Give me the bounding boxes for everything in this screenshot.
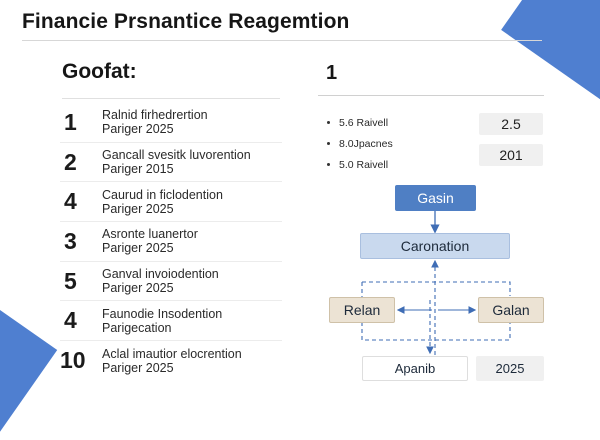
bullet-item-text: 5.0 Raivell (339, 158, 389, 171)
diagram-node-year: 2025 (476, 356, 544, 381)
list-item-number: 10 (60, 347, 86, 374)
right-panel-heading: 1 (326, 62, 338, 84)
list-item-number: 1 (64, 108, 77, 135)
list-item-text: Faunodie Insodention Parigecation (102, 307, 222, 335)
list-item-line1: Caurud in ficlodention (102, 187, 223, 202)
list-item-text: Ralnid firhedrertion Pariger 2025 (102, 108, 208, 136)
title-divider (22, 40, 542, 41)
diagram-node-caronation: Caronation (360, 233, 510, 259)
list-item: 4 Faunodie Insodention Parigecation (60, 301, 282, 342)
list-item-line2: Pariger 2015 (102, 162, 174, 177)
left-panel-divider (62, 98, 280, 99)
list-item-text: Asronte luanertor Pariger 2025 (102, 227, 198, 255)
bullet-list: 5.6 Raivell 8.0Jpacnes 5.0 Raivell (327, 112, 393, 175)
bullet-item-text: 8.0Jpacnes (339, 137, 393, 150)
list-item-line1: Ralnid firhedrertion (102, 108, 208, 123)
list-item-number: 4 (64, 188, 77, 215)
right-panel-divider (318, 95, 544, 96)
list-item: 5 Ganval invoiodention Pariger 2025 (60, 262, 282, 302)
list-item-line2: Parigecation (102, 320, 172, 335)
diagram-node-apanib: Apanib (362, 356, 468, 381)
list-item-text: Caurud in ficlodention Pariger 2025 (102, 188, 223, 216)
bullet-item: 5.0 Raivell (327, 154, 393, 175)
list-item-line2: Pariger 2025 (102, 360, 174, 375)
bullet-item-text: 5.6 Raivell (339, 116, 389, 129)
list-item-line1: Ganval invoiodention (102, 267, 219, 282)
list-item-text: Aclal imautior elocrention Pariger 2025 (102, 347, 242, 375)
corner-decoration-bottom-left (0, 309, 58, 440)
list-item-number: 3 (64, 227, 77, 254)
numbered-list: 1 Ralnid firhedrertion Pariger 2025 2 Ga… (60, 103, 282, 381)
list-item: 3 Asronte luanertor Pariger 2025 (60, 222, 282, 262)
bullet-item: 8.0Jpacnes (327, 133, 393, 154)
bullet-item: 5.6 Raivell (327, 112, 393, 133)
list-item-number: 5 (64, 267, 77, 294)
corner-decoration-top-right (501, 0, 600, 111)
bullet-dot-icon (327, 142, 330, 145)
diagram-node-gasin: Gasin (395, 185, 476, 211)
list-item-line1: Aclal imautior elocrention (102, 346, 242, 361)
list-item-line1: Faunodie Insodention (102, 306, 223, 321)
page-title: Financie Prsnantice Reagemtion (22, 10, 350, 33)
bullet-dot-icon (327, 163, 330, 166)
list-item-line2: Pariger 2025 (102, 122, 174, 137)
list-item-text: Ganval invoiodention Pariger 2025 (102, 267, 219, 295)
diagram-node-galan: Galan (478, 297, 544, 323)
list-item: 2 Gancall svesitk luvorention Pariger 20… (60, 143, 282, 183)
left-panel-heading: Goofat: (62, 60, 137, 83)
list-item: 10 Aclal imautior elocrention Pariger 20… (60, 341, 282, 381)
bullet-dot-icon (327, 121, 330, 124)
list-item-line2: Pariger 2025 (102, 241, 174, 256)
list-item-number: 4 (64, 307, 77, 334)
list-item-line2: Pariger 2025 (102, 201, 174, 216)
list-item-line2: Pariger 2025 (102, 281, 174, 296)
list-item-number: 2 (64, 148, 77, 175)
list-item-line1: Gancall svesitk luvorention (102, 148, 251, 163)
list-item-text: Gancall svesitk luvorention Pariger 2015 (102, 148, 251, 176)
list-item: 4 Caurud in ficlodention Pariger 2025 (60, 182, 282, 223)
value-box-first: 2.5 (479, 113, 543, 135)
value-box-second: 201 (479, 144, 543, 166)
diagram-node-relan: Relan (329, 297, 395, 323)
list-item: 1 Ralnid firhedrertion Pariger 2025 (60, 103, 282, 143)
list-item-line1: Asronte luanertor (102, 227, 198, 242)
